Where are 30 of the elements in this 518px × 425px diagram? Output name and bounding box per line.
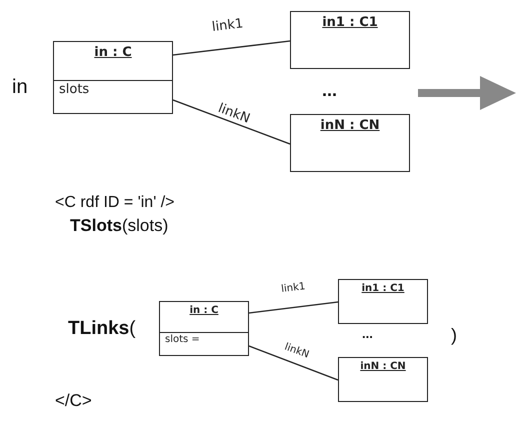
object-name: in1 : C1 <box>321 15 379 30</box>
attribute-text: slots <box>59 82 90 97</box>
object-name: in : C <box>188 305 220 316</box>
object-name: in : C <box>93 45 133 60</box>
object-name: inN : CN <box>319 118 381 133</box>
instance-label: in <box>12 76 28 99</box>
object-box <box>159 301 249 356</box>
object-box <box>53 41 173 114</box>
object-box <box>290 11 410 69</box>
object-box <box>338 279 428 324</box>
ellipsis: ... <box>362 326 373 341</box>
link-line <box>172 99 290 145</box>
edge-label: link1 <box>280 281 306 295</box>
object-name: inN : CN <box>359 361 407 372</box>
object-name: in1 : C1 <box>360 283 406 294</box>
code-line: TLinks( <box>68 318 136 340</box>
edge-label: link1 <box>211 16 244 35</box>
ellipsis: ... <box>322 80 338 101</box>
object-box <box>290 114 410 172</box>
code-line: ) <box>451 325 457 346</box>
link-line <box>248 345 338 381</box>
code-line: <C rdf ID = 'in' /> <box>55 194 174 212</box>
code-line: TSlots(slots) <box>70 216 168 236</box>
object-box <box>338 357 428 402</box>
edge-label: linkN <box>283 342 310 361</box>
link-line <box>248 301 338 314</box>
edge-label: linkN <box>216 101 252 127</box>
attribute-text: slots = <box>165 334 200 345</box>
link-line <box>172 40 290 56</box>
code-line: </C> <box>55 391 92 411</box>
